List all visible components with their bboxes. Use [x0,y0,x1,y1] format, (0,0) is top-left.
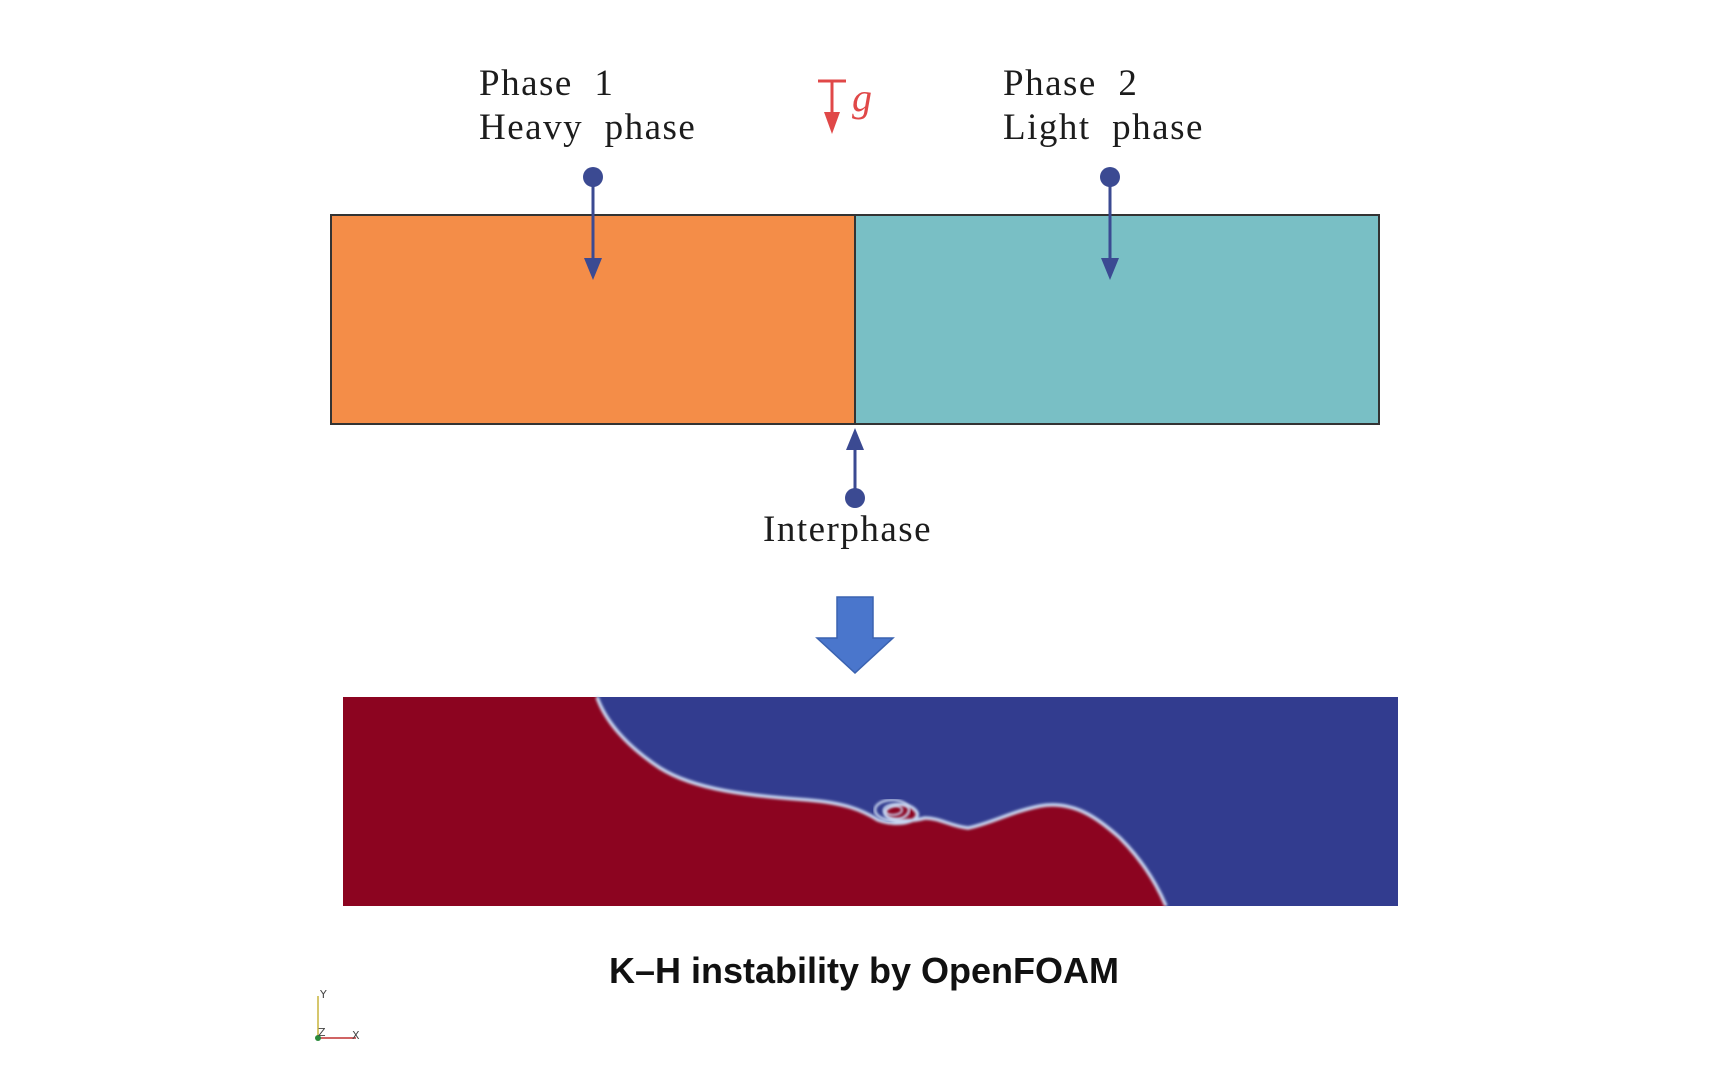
axes-triad: Y Z X [312,988,362,1049]
phase2-title: Phase 2 [1003,63,1139,104]
axis-x-label: X [352,1029,360,1042]
interphase-label: Interphase [763,509,933,550]
phase1-subtitle: Heavy phase [479,107,697,148]
transition-arrow-icon [815,596,895,675]
phase2-subtitle: Light phase [1003,107,1204,148]
phase2-pointer-icon [1100,167,1120,280]
axes-triad-icon [315,996,356,1041]
phase1-title: Phase 1 [479,63,615,104]
axis-z-label: Z [318,1026,326,1039]
phase2-label: Phase 2 Light phase [1003,62,1204,150]
interphase-pointer-icon [845,428,865,508]
vortex-roll-icon [873,798,911,822]
simulation-interface [595,696,1168,907]
axis-y-label: Y [320,988,327,1001]
phase2-region [854,214,1380,425]
gravity-symbol: g [852,75,872,120]
phase1-label: Phase 1 Heavy phase [479,62,696,150]
gravity-arrow-icon [818,79,846,134]
simulation-heavy-region [343,697,1166,906]
phase1-pointer-icon [583,167,603,280]
simulation-snapshot [343,696,1398,907]
figure-caption: K–H instability by OpenFOAM [608,950,1120,991]
